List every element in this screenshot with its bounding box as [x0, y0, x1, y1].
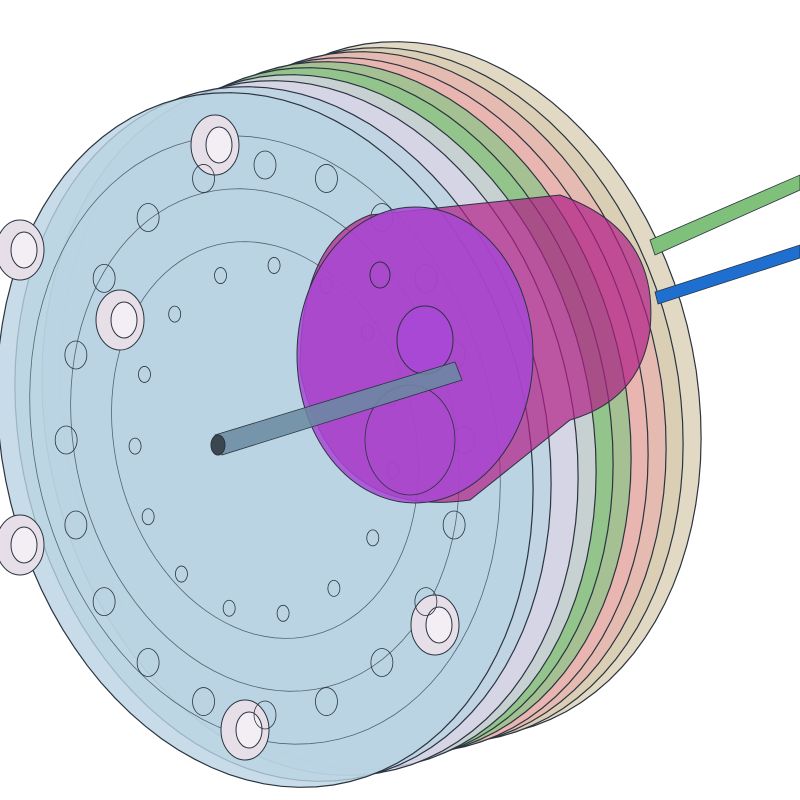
- small-hole: [327, 580, 341, 597]
- small-hole: [370, 648, 394, 677]
- bolt-hole-bore: [10, 231, 38, 269]
- front-ring: [111, 241, 419, 639]
- insert-bore: [396, 305, 454, 375]
- needle-probe: [210, 361, 463, 456]
- bolt-hole-bore: [10, 526, 38, 564]
- small-hole: [168, 305, 182, 323]
- bolt-holes: [0, 114, 476, 761]
- bolt-hole-bore: [425, 606, 453, 644]
- small-hole: [222, 599, 236, 617]
- small-hole: [253, 700, 277, 730]
- small-hole: [175, 565, 188, 583]
- small-hole: [136, 203, 160, 232]
- small-hole: [92, 587, 116, 617]
- small-hole: [214, 267, 227, 284]
- small-hole: [366, 529, 380, 547]
- small-hole: [276, 604, 290, 622]
- tubes: [649, 174, 800, 305]
- small-hole: [414, 587, 438, 617]
- blue-tube: [654, 244, 800, 305]
- front-ring: [29, 135, 501, 745]
- small-hole: [54, 425, 78, 455]
- small-hole: [192, 164, 215, 193]
- small-hole: [136, 648, 160, 677]
- needle-tip: [210, 434, 226, 456]
- small-hole: [64, 340, 88, 370]
- small-hole: [141, 508, 155, 526]
- bolt-hole-bore: [205, 126, 233, 164]
- small-hole: [92, 263, 116, 293]
- small-hole: [192, 687, 215, 716]
- small-hole: [128, 437, 142, 455]
- front-ring: [70, 188, 460, 692]
- bolt-hole-bore: [235, 711, 263, 749]
- green-tube: [649, 174, 800, 256]
- small-hole: [315, 687, 338, 716]
- small-hole: [253, 150, 277, 180]
- bolt-hole-bore: [110, 301, 138, 339]
- insert-hole: [369, 261, 391, 289]
- small-hole: [315, 164, 338, 193]
- small-hole: [138, 366, 151, 383]
- small-hole: [442, 510, 466, 540]
- purple-insert: [296, 194, 652, 504]
- small-hole: [267, 257, 281, 274]
- small-hole: [64, 510, 88, 540]
